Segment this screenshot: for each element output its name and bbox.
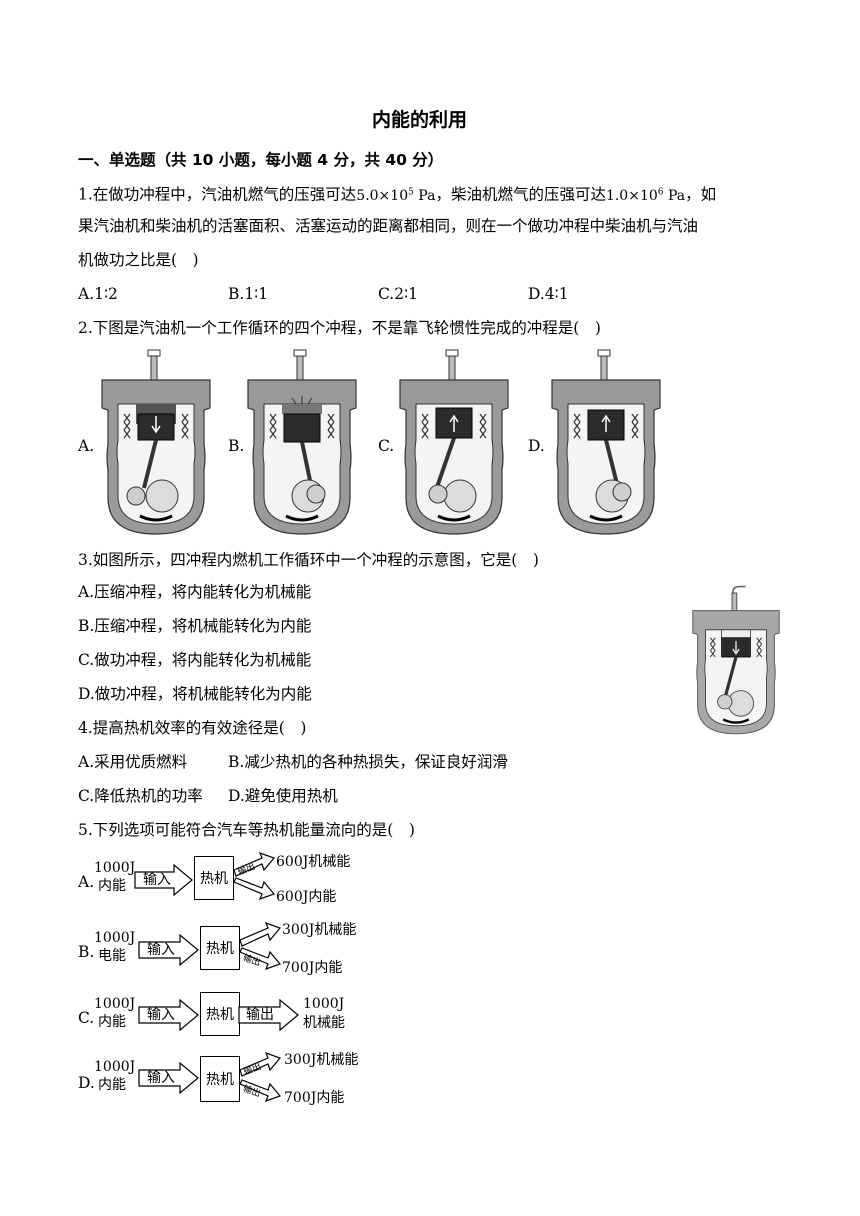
q5-d-engine-box: 热机 bbox=[200, 1056, 240, 1102]
q5-c-input-type: 内能 bbox=[98, 1014, 126, 1030]
q5-b-output-arrows bbox=[239, 922, 282, 971]
q3-stem: 3.如图所示，四冲程内燃机工作循环中一个冲程的示意图，它是( ) bbox=[78, 551, 539, 569]
q5-a-input-arrow bbox=[134, 864, 193, 896]
q5-b-input-label: 输入 bbox=[147, 942, 175, 958]
q2-option-b-label[interactable]: B. bbox=[228, 437, 245, 455]
q5-b-input-amount: 1000J bbox=[94, 930, 136, 946]
q4-option-d[interactable]: D.避免使用热机 bbox=[228, 787, 338, 805]
q5-d-input-type: 内能 bbox=[98, 1077, 126, 1093]
engine-diagram-q3 bbox=[692, 585, 780, 735]
q1-text-a: 1.在做功冲程中，汽油机燃气的压强可达 bbox=[78, 185, 357, 204]
q1-pressure-1: 5.0×105 Pa bbox=[356, 187, 436, 204]
q5-d-out1: 300J机械能 bbox=[284, 1052, 359, 1068]
q5-c-out2: 机械能 bbox=[303, 1015, 345, 1031]
q3-option-a[interactable]: A.压缩冲程，将内能转化为机械能 bbox=[78, 583, 312, 601]
q5-c-input-arrow bbox=[138, 999, 199, 1031]
engine-graphic bbox=[247, 349, 357, 535]
q5-option-b-letter[interactable]: B. bbox=[78, 943, 95, 961]
q5-d-input-label: 输入 bbox=[147, 1070, 175, 1086]
q5-d-output-arrows bbox=[239, 1052, 282, 1103]
q5-c-output-arrow bbox=[238, 999, 299, 1031]
q1-line1: 1.在做功冲程中，汽油机燃气的压强可达5.0×105 Pa，柴油机燃气的压强可达… bbox=[78, 182, 716, 206]
q5-a-out1: 600J机械能 bbox=[276, 854, 351, 870]
q5-a-input-type: 内能 bbox=[98, 878, 126, 894]
q5-option-a-letter[interactable]: A. bbox=[78, 873, 95, 891]
q4-option-a[interactable]: A.采用优质燃料 bbox=[78, 753, 188, 771]
q2-option-a-label[interactable]: A. bbox=[78, 437, 95, 455]
section-heading: 一、单选题（共 10 小题，每小题 4 分，共 40 分） bbox=[78, 151, 444, 169]
q5-a-output-arrows bbox=[233, 852, 276, 901]
q2-option-c-label[interactable]: C. bbox=[378, 437, 395, 455]
engine-graphic bbox=[692, 585, 780, 735]
engine-graphic bbox=[551, 349, 661, 535]
q4-option-c[interactable]: C.降低热机的功率 bbox=[78, 787, 203, 805]
q5-stem: 5.下列选项可能符合汽车等热机能量流向的是( ) bbox=[78, 821, 415, 839]
q5-b-engine-box: 热机 bbox=[200, 926, 240, 970]
q5-d-input-arrow bbox=[138, 1062, 199, 1094]
q1-pressure-2: 1.0×106 Pa bbox=[605, 187, 686, 204]
engine-diagram-c bbox=[399, 349, 509, 535]
q5-c-output-label: 输出 bbox=[246, 1007, 274, 1023]
q5-c-input-label: 输入 bbox=[147, 1007, 175, 1023]
q3-option-d[interactable]: D.做功冲程，将机械能转化为内能 bbox=[78, 685, 312, 703]
q5-a-engine-box: 热机 bbox=[194, 856, 234, 900]
q1-option-d[interactable]: D.4∶1 bbox=[528, 285, 569, 303]
q5-b-out1: 300J机械能 bbox=[282, 922, 357, 938]
q1-option-a[interactable]: A.1∶2 bbox=[78, 285, 118, 303]
q1-line3: 机做功之比是( ) bbox=[78, 251, 199, 269]
q5-d-out2: 700J内能 bbox=[284, 1090, 345, 1106]
q5-option-d-letter[interactable]: D. bbox=[78, 1074, 95, 1092]
q5-b-input-arrow bbox=[138, 934, 199, 966]
q5-c-input-amount: 1000J bbox=[94, 996, 136, 1012]
q4-option-b[interactable]: B.减少热机的各种热损失，保证良好润滑 bbox=[228, 753, 508, 771]
q1-option-b[interactable]: B.1∶1 bbox=[228, 285, 269, 303]
q5-option-c-letter[interactable]: C. bbox=[78, 1009, 95, 1027]
q1-text-c: ，如 bbox=[685, 185, 717, 204]
q4-stem: 4.提高热机效率的有效途径是( ) bbox=[78, 719, 307, 737]
q3-option-b[interactable]: B.压缩冲程，将机械能转化为内能 bbox=[78, 617, 312, 635]
engine-diagram-d bbox=[551, 349, 661, 535]
q1-option-c[interactable]: C.2∶1 bbox=[378, 285, 418, 303]
q5-b-out2: 700J内能 bbox=[282, 960, 343, 976]
q1-line2: 果汽油机和柴油机的活塞面积、活塞运动的距离都相同，则在一个做功冲程中柴油机与汽油 bbox=[78, 217, 699, 235]
page-title: 内能的利用 bbox=[372, 109, 468, 131]
q5-c-engine-box: 热机 bbox=[200, 992, 240, 1036]
q2-stem: 2.下图是汽油机一个工作循环的四个冲程，不是靠飞轮惯性完成的冲程是( ) bbox=[78, 319, 601, 337]
q5-c-out1: 1000J bbox=[303, 996, 345, 1012]
q1-text-b: ，柴油机燃气的压强可达 bbox=[435, 185, 606, 204]
engine-graphic bbox=[101, 349, 211, 535]
engine-graphic bbox=[399, 349, 509, 535]
q5-d-input-amount: 1000J bbox=[94, 1059, 136, 1075]
engine-diagram-a bbox=[101, 349, 211, 535]
q5-a-input-label: 输入 bbox=[143, 872, 171, 888]
q2-option-d-label[interactable]: D. bbox=[528, 437, 545, 455]
q5-b-input-type: 电能 bbox=[98, 948, 126, 964]
q3-option-c[interactable]: C.做功冲程，将内能转化为机械能 bbox=[78, 651, 312, 669]
q5-a-input-amount: 1000J bbox=[94, 860, 136, 876]
q5-a-out2: 600J内能 bbox=[276, 889, 337, 905]
engine-diagram-b bbox=[247, 349, 357, 535]
